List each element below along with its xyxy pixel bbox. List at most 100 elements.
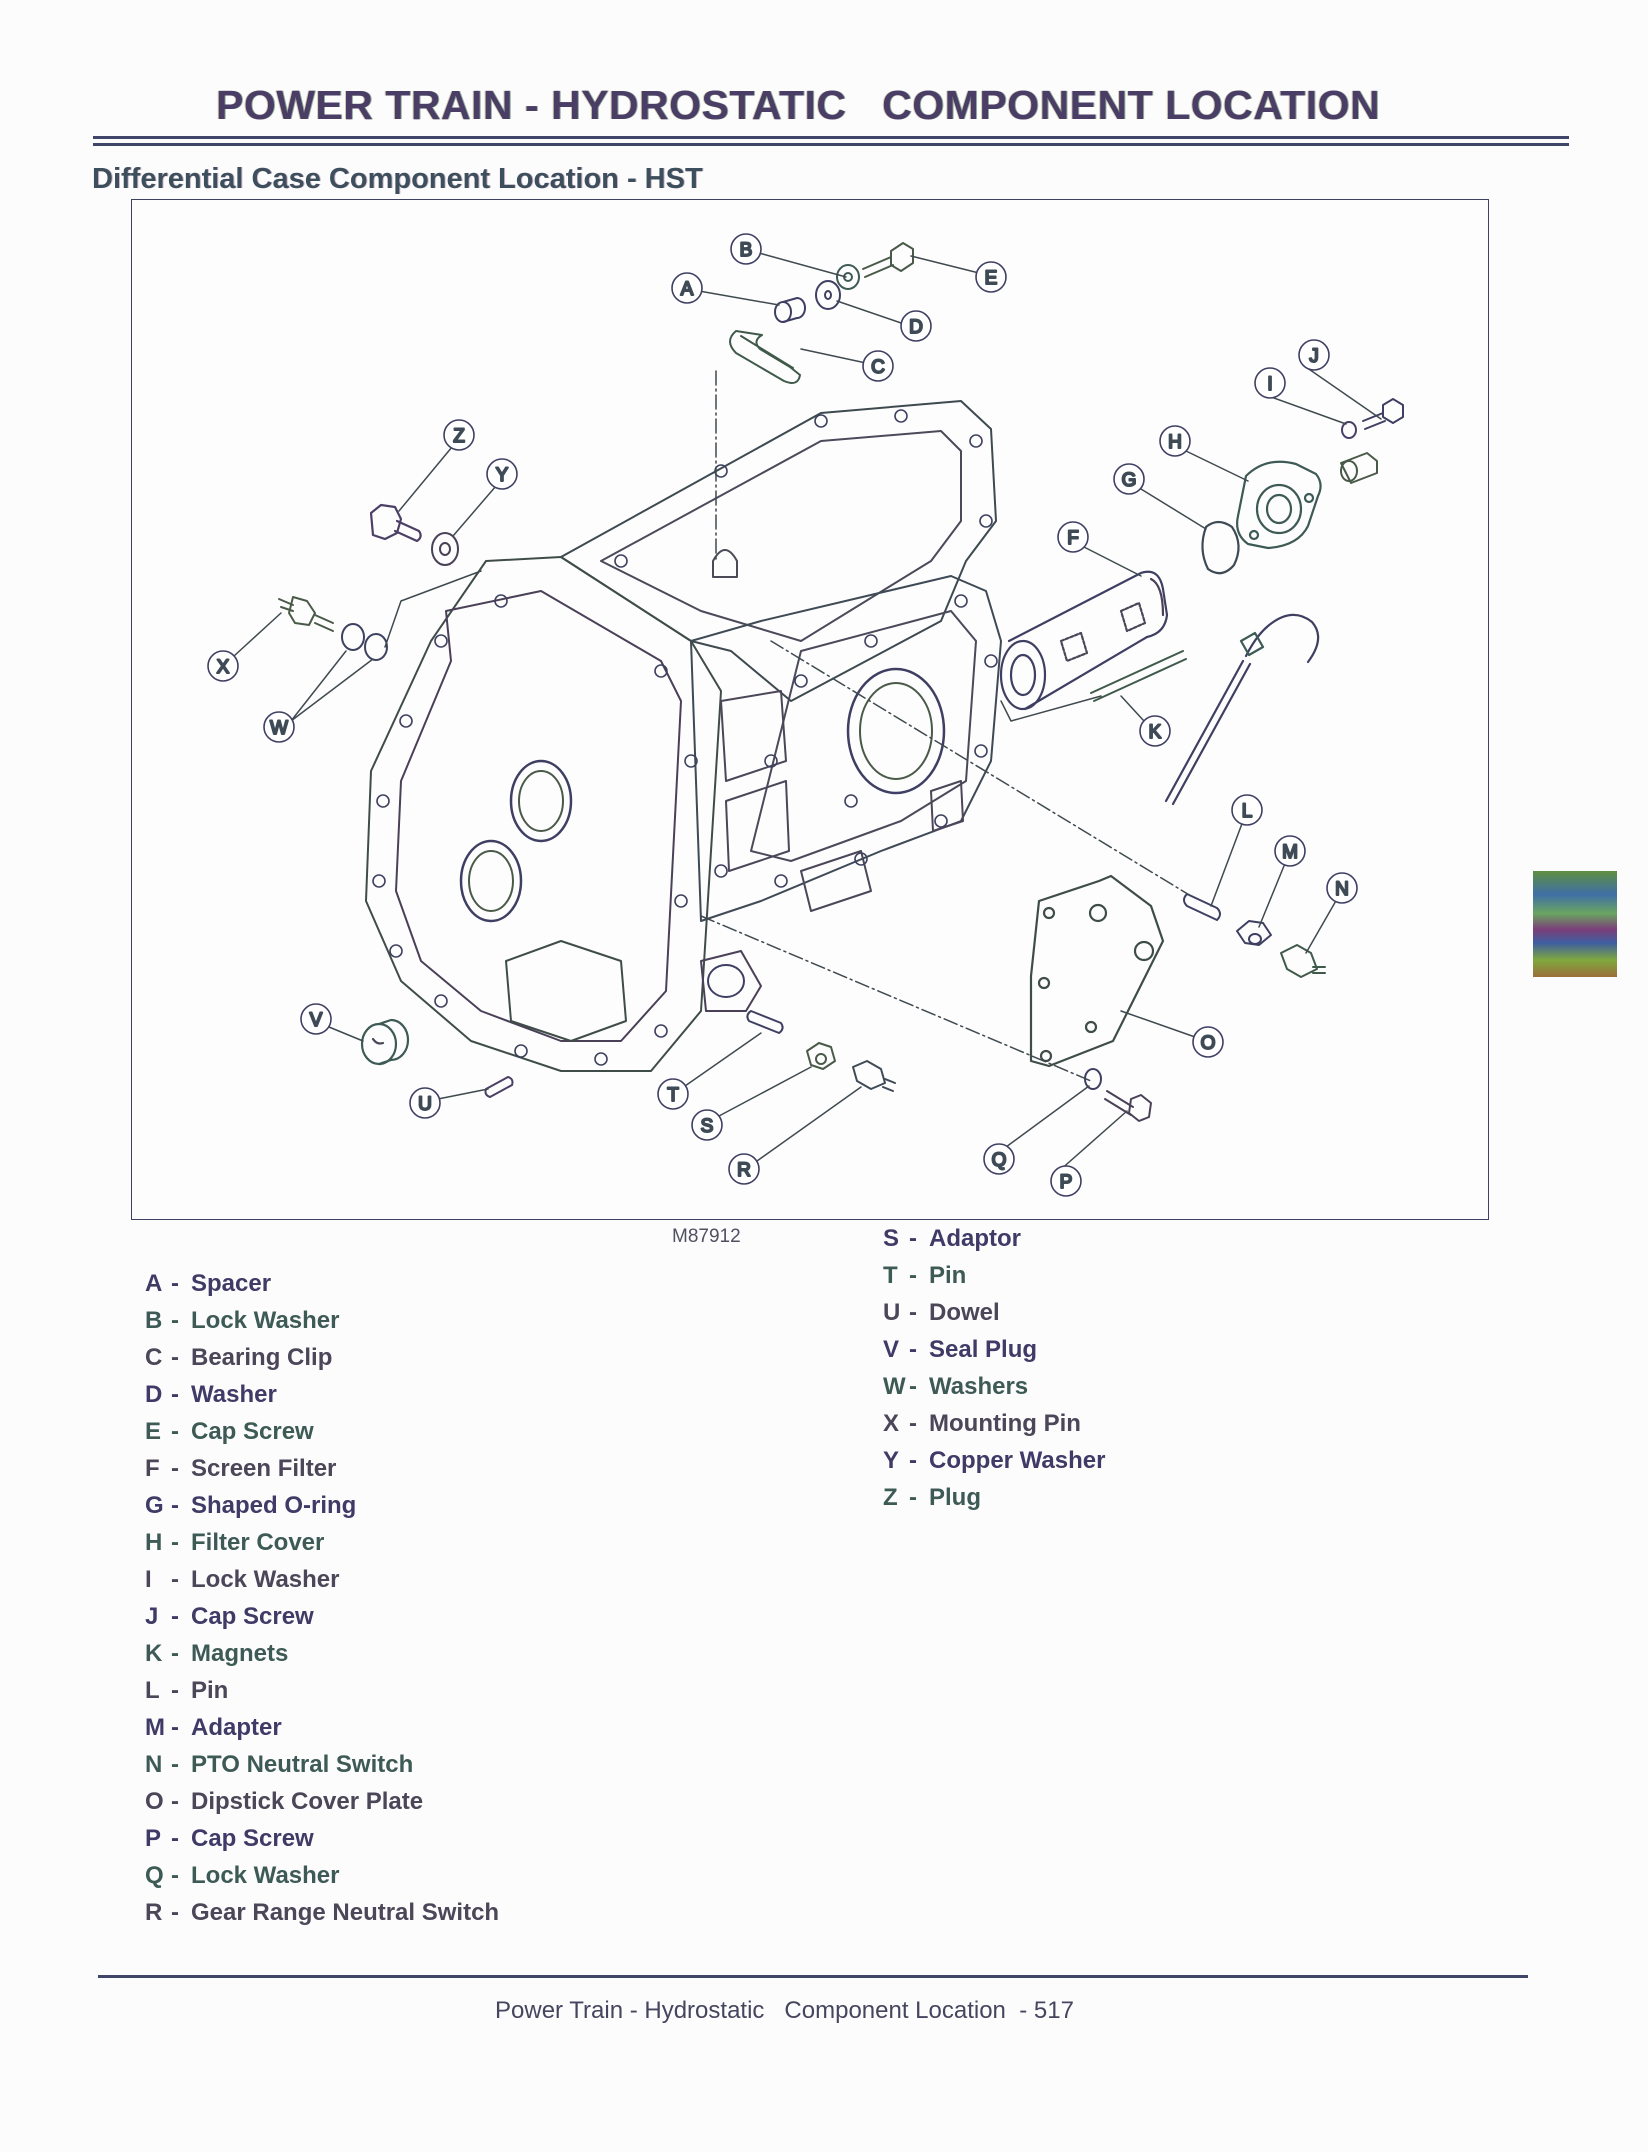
svg-text:G: G bbox=[1122, 470, 1137, 491]
legend-left-column: A-Spacer B-Lock Washer C-Bearing Clip D-… bbox=[145, 1265, 499, 1931]
shaped-o-ring-part bbox=[1201, 520, 1240, 575]
legend-separator: - bbox=[171, 1825, 179, 1852]
title-rule-bottom bbox=[93, 143, 1569, 146]
gear-range-neutral-switch-part bbox=[852, 1060, 896, 1092]
legend-item: G-Shaped O-ring bbox=[145, 1487, 499, 1524]
legend-label: Cap Screw bbox=[191, 1418, 314, 1445]
legend-key: C bbox=[145, 1344, 163, 1371]
legend-separator: - bbox=[909, 1484, 917, 1511]
svg-text:H: H bbox=[1168, 432, 1182, 453]
adaptor-s-part bbox=[806, 1042, 836, 1070]
svg-text:K: K bbox=[1149, 722, 1162, 743]
legend-item: D-Washer bbox=[145, 1376, 499, 1413]
differential-case-body bbox=[365, 400, 1002, 1072]
legend-key: A bbox=[145, 1270, 163, 1297]
legend-label: Plug bbox=[929, 1484, 981, 1511]
callout-n: N bbox=[1326, 872, 1358, 904]
legend-item: L-Pin bbox=[145, 1672, 499, 1709]
legend-item: I-Lock Washer bbox=[145, 1561, 499, 1598]
legend-separator: - bbox=[171, 1862, 179, 1889]
legend-label: Lock Washer bbox=[191, 1862, 340, 1889]
legend-label: Lock Washer bbox=[191, 1307, 340, 1334]
legend-separator: - bbox=[171, 1492, 179, 1519]
legend-label: Seal Plug bbox=[929, 1336, 1038, 1363]
legend-label: PTO Neutral Switch bbox=[191, 1751, 414, 1778]
legend-key: B bbox=[145, 1307, 163, 1334]
svg-text:U: U bbox=[418, 1094, 432, 1115]
svg-text:N: N bbox=[1335, 879, 1349, 900]
legend-item: H-Filter Cover bbox=[145, 1524, 499, 1561]
legend-key: Q bbox=[145, 1862, 164, 1889]
legend-item: U-Dowel bbox=[883, 1294, 1105, 1331]
callout-e: E bbox=[975, 261, 1007, 293]
callout-o: O bbox=[1192, 1026, 1224, 1058]
callout-x: X bbox=[207, 650, 239, 682]
legend-item: B-Lock Washer bbox=[145, 1302, 499, 1339]
legend-key: E bbox=[145, 1418, 162, 1445]
svg-text:O: O bbox=[1201, 1033, 1216, 1054]
legend-separator: - bbox=[171, 1566, 179, 1593]
svg-text:Z: Z bbox=[453, 426, 465, 447]
exploded-diagram: A B C D E F G H I J K L M N O P Q R S T … bbox=[207, 233, 1404, 1197]
page-footer: Power Train - Hydrostatic Component Loca… bbox=[495, 1997, 1074, 2024]
legend-item: Q-Lock Washer bbox=[145, 1857, 499, 1894]
legend-key: Z bbox=[883, 1484, 898, 1511]
legend-item: N-PTO Neutral Switch bbox=[145, 1746, 499, 1783]
legend-label: Dowel bbox=[929, 1299, 1000, 1326]
adapter-m-part bbox=[1236, 920, 1272, 946]
legend-separator: - bbox=[171, 1677, 179, 1704]
callout-q: Q bbox=[983, 1143, 1015, 1175]
legend-key: X bbox=[883, 1410, 900, 1437]
legend-key: V bbox=[883, 1336, 900, 1363]
legend-separator: - bbox=[171, 1307, 179, 1334]
legend-separator: - bbox=[909, 1336, 917, 1363]
svg-text:L: L bbox=[1242, 801, 1253, 822]
legend-item: R-Gear Range Neutral Switch bbox=[145, 1894, 499, 1931]
callout-i: I bbox=[1254, 367, 1286, 399]
footer-rule bbox=[98, 1975, 1528, 1978]
legend-key: P bbox=[145, 1825, 162, 1852]
legend-key: F bbox=[145, 1455, 160, 1482]
legend-key: U bbox=[883, 1299, 901, 1326]
svg-text:W: W bbox=[270, 718, 288, 739]
legend-separator: - bbox=[171, 1751, 179, 1778]
callout-r: R bbox=[728, 1153, 760, 1185]
callout-k: K bbox=[1139, 715, 1171, 747]
legend-key: M bbox=[145, 1714, 165, 1741]
legend-label: Adaptor bbox=[929, 1225, 1021, 1252]
callout-a: A bbox=[671, 272, 703, 304]
legend-label: Filter Cover bbox=[191, 1529, 325, 1556]
legend-item: T-Pin bbox=[883, 1257, 1105, 1294]
legend-separator: - bbox=[909, 1225, 917, 1252]
legend-label: Screen Filter bbox=[191, 1455, 337, 1482]
callout-z: Z bbox=[443, 419, 475, 451]
washer-part bbox=[815, 280, 841, 310]
legend-separator: - bbox=[909, 1447, 917, 1474]
washers-part bbox=[341, 623, 388, 661]
svg-text:I: I bbox=[1267, 374, 1272, 395]
legend-label: Shaped O-ring bbox=[191, 1492, 357, 1519]
callouts: A B C D E F G H I J K L M N O P Q R S T … bbox=[207, 233, 1358, 1197]
legend-key: T bbox=[883, 1262, 898, 1289]
seal-plug-part bbox=[360, 1018, 410, 1066]
mounting-pin-part bbox=[278, 596, 334, 632]
svg-text:V: V bbox=[310, 1010, 323, 1031]
callout-j: J bbox=[1298, 339, 1330, 371]
legend-item: P-Cap Screw bbox=[145, 1820, 499, 1857]
callout-p: P bbox=[1050, 1165, 1082, 1197]
legend-item: E-Cap Screw bbox=[145, 1413, 499, 1450]
spacer-part bbox=[774, 297, 806, 323]
legend-separator: - bbox=[171, 1899, 179, 1926]
section-subtitle: Differential Case Component Location - H… bbox=[92, 163, 703, 195]
legend-separator: - bbox=[171, 1714, 179, 1741]
legend-label: Pin bbox=[929, 1262, 967, 1289]
cap-screw-top-part bbox=[862, 242, 914, 278]
lock-washer-right-part bbox=[1341, 421, 1357, 439]
legend-label: Spacer bbox=[191, 1270, 272, 1297]
legend-item: Y-Copper Washer bbox=[883, 1442, 1105, 1479]
svg-text:P: P bbox=[1060, 1172, 1073, 1193]
callout-g: G bbox=[1113, 463, 1145, 495]
svg-text:B: B bbox=[740, 240, 753, 261]
legend-item: C-Bearing Clip bbox=[145, 1339, 499, 1376]
legend-label: Bearing Clip bbox=[191, 1344, 333, 1371]
